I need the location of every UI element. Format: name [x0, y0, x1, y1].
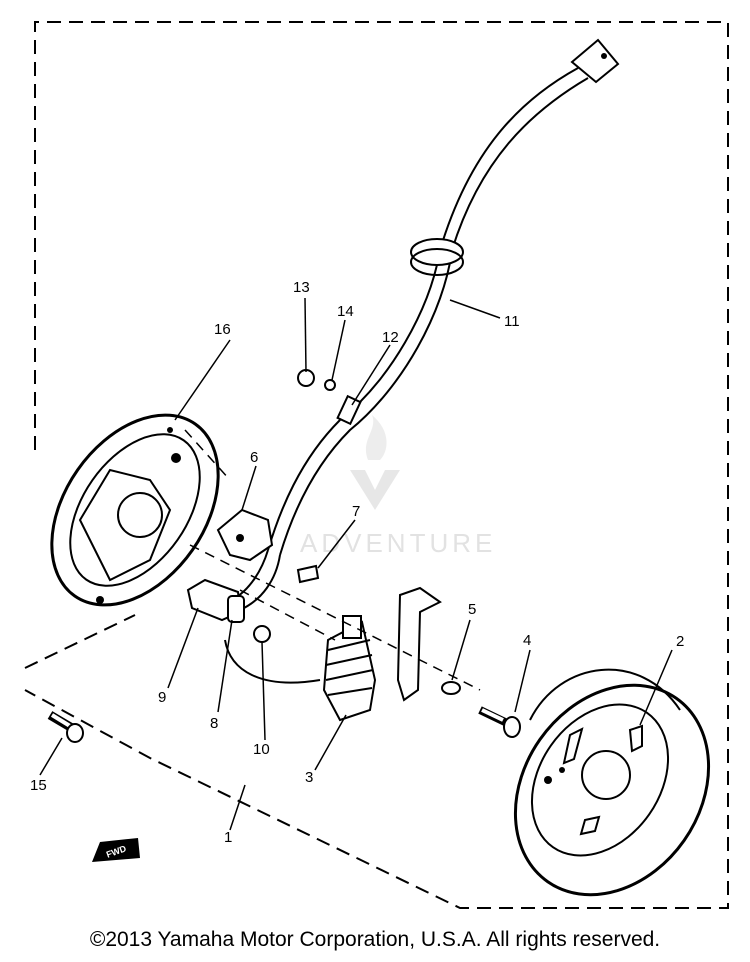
grommet: [410, 238, 464, 266]
contact-breaker: [216, 508, 274, 562]
callout-7: 7: [352, 503, 360, 520]
callout-8: 8: [210, 715, 218, 732]
watermark: ADVENTURE: [300, 415, 496, 558]
screw-15: [47, 711, 84, 743]
callout-4: 4: [523, 632, 531, 649]
callouts: 11 12 13 14 16 6 7 2 4 5 9 8 10 3 15 1: [30, 279, 684, 846]
washer-14: [324, 379, 336, 391]
bracket: [396, 586, 442, 702]
copyright-notice: ©2013 Yamaha Motor Corporation, U.S.A. A…: [89, 928, 661, 951]
callout-10: 10: [253, 741, 270, 758]
stator-base-plate: [50, 413, 220, 607]
washer-5: [441, 681, 461, 695]
screw-13: [297, 369, 315, 387]
callout-15: 15: [30, 777, 47, 794]
rotor-flywheel: [513, 668, 711, 897]
callout-9: 9: [158, 689, 166, 706]
callout-14: 14: [337, 303, 354, 320]
callout-1: 1: [224, 829, 232, 846]
wire-harness: [224, 67, 589, 684]
leader-lines: [39, 297, 673, 831]
alignment-lines: [184, 429, 481, 691]
callout-13: 13: [293, 279, 310, 296]
callout-12: 12: [382, 329, 399, 346]
wire-clamp: [336, 394, 362, 426]
screw-10: [253, 625, 271, 643]
callout-3: 3: [305, 769, 313, 786]
callout-11: 11: [504, 313, 520, 330]
assembly-boundary-lower: [24, 614, 136, 669]
watermark-text: ADVENTURE: [300, 528, 496, 558]
condenser-body: [227, 595, 245, 623]
callout-5: 5: [468, 601, 476, 618]
lighting-coil: [322, 615, 377, 722]
assembly-boundary: [24, 21, 729, 909]
callout-2: 2: [676, 633, 684, 650]
wire-connector: [570, 38, 620, 84]
forward-arrow-icon: FWD: [92, 838, 140, 862]
bolt-4: [478, 706, 521, 738]
exploded-parts-diagram: ADVENTURE: [24, 21, 729, 909]
screw-7: [296, 564, 320, 584]
callout-6: 6: [250, 449, 258, 466]
callout-16: 16: [214, 321, 231, 338]
